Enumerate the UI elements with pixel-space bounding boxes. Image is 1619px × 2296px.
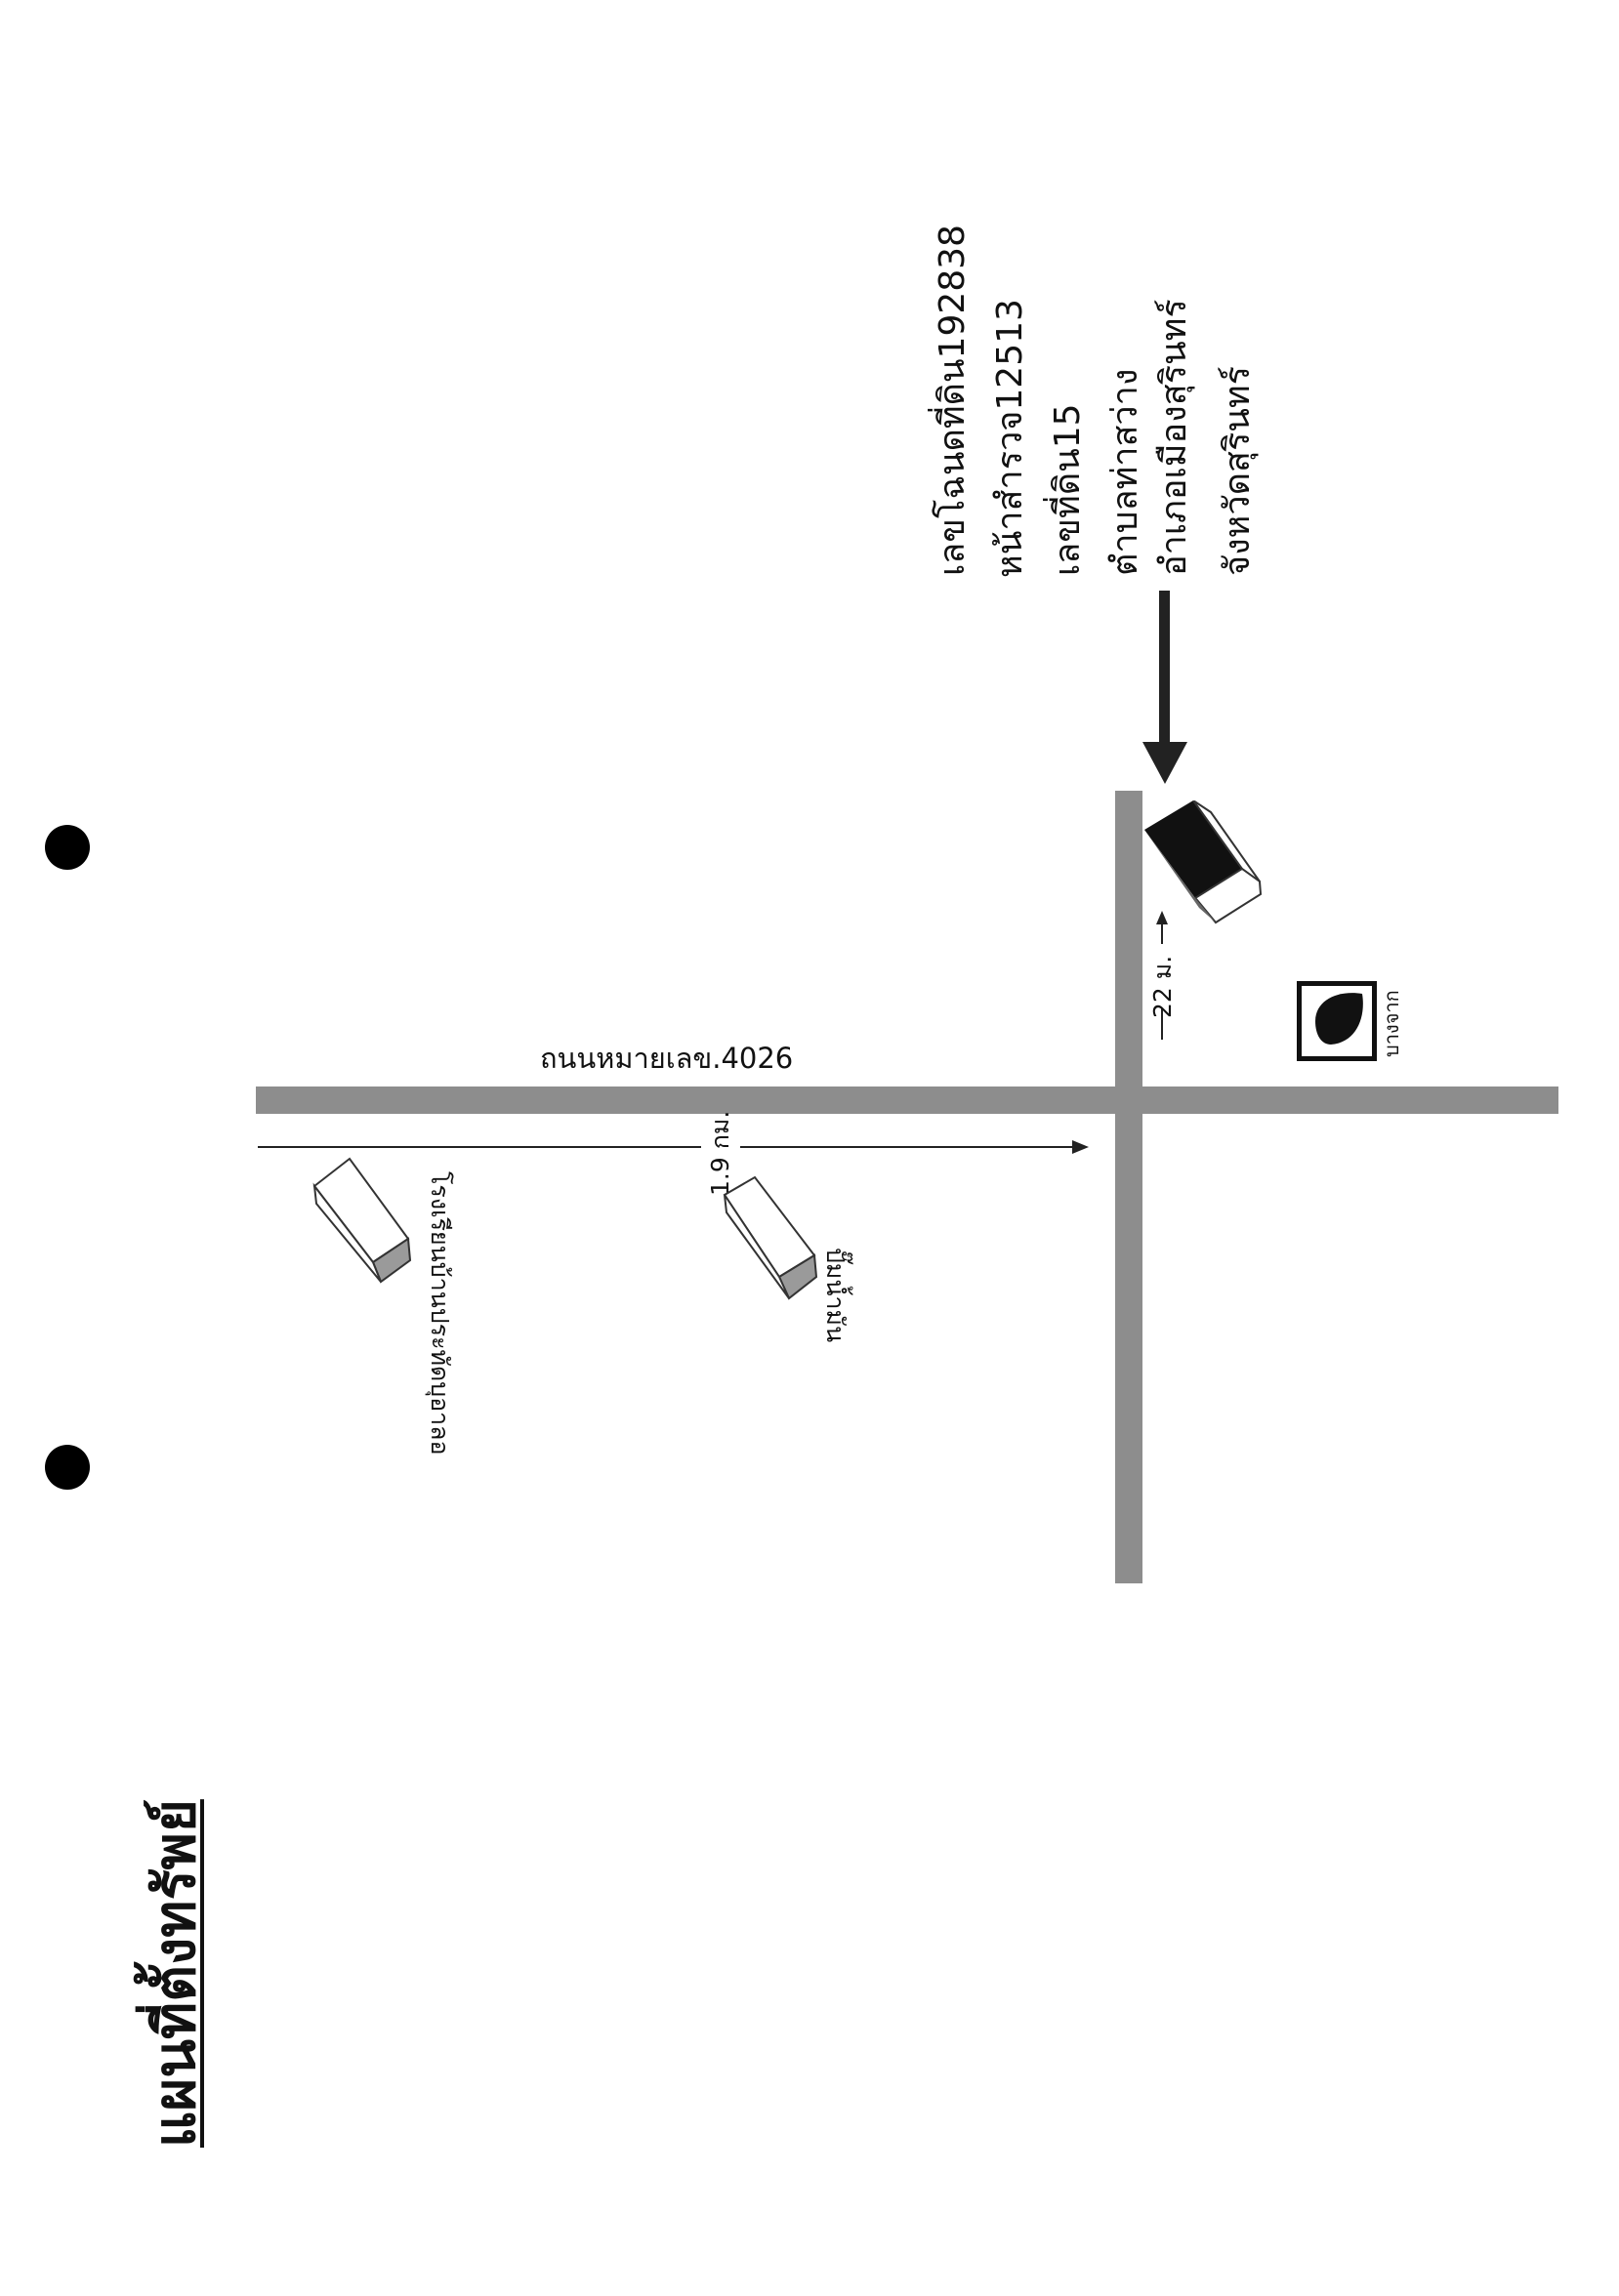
bank-logo-label: บางจาก [1380,990,1403,1057]
punch-hole-bottom [45,1445,90,1490]
province: จังหวัดสุรินทร์ [1218,366,1258,576]
district: อำเภอเมืองสุรินทร์ [1154,299,1194,576]
bank-logo [1297,981,1377,1061]
distance-arrow-fuel [258,1140,1089,1154]
distance-label-property: 22 ม. [1148,955,1177,1018]
land-number: เลขที่ดิน15 [1048,403,1088,576]
main-road-horizontal [256,1086,1558,1114]
side-road-vertical [1115,791,1142,1583]
pointer-arrow [1142,591,1187,784]
subdistrict: ตำบลท่าสว่าง [1105,368,1145,576]
gas-station-label: ปั๊มน้ำมัน [821,1248,850,1343]
school-label: โรงเรียนบ้านประทัดบุอาลอ [426,1171,454,1456]
leaf-icon [1315,993,1363,1045]
gas-station-building [723,1175,818,1300]
distance-arrow-property [1156,911,1168,1040]
property-building [1144,800,1263,924]
punch-hole-top [45,825,90,870]
page-title: แผนที่ตั้งทรัพย์ [142,1799,208,2148]
school-building [312,1157,412,1284]
deed-number: เลขโฉนดที่ดิน192838 [933,225,973,576]
survey-page: หน้าสำรวจ12513 [990,299,1030,578]
road-label: ถนนหมายเลข.4026 [540,1042,794,1075]
